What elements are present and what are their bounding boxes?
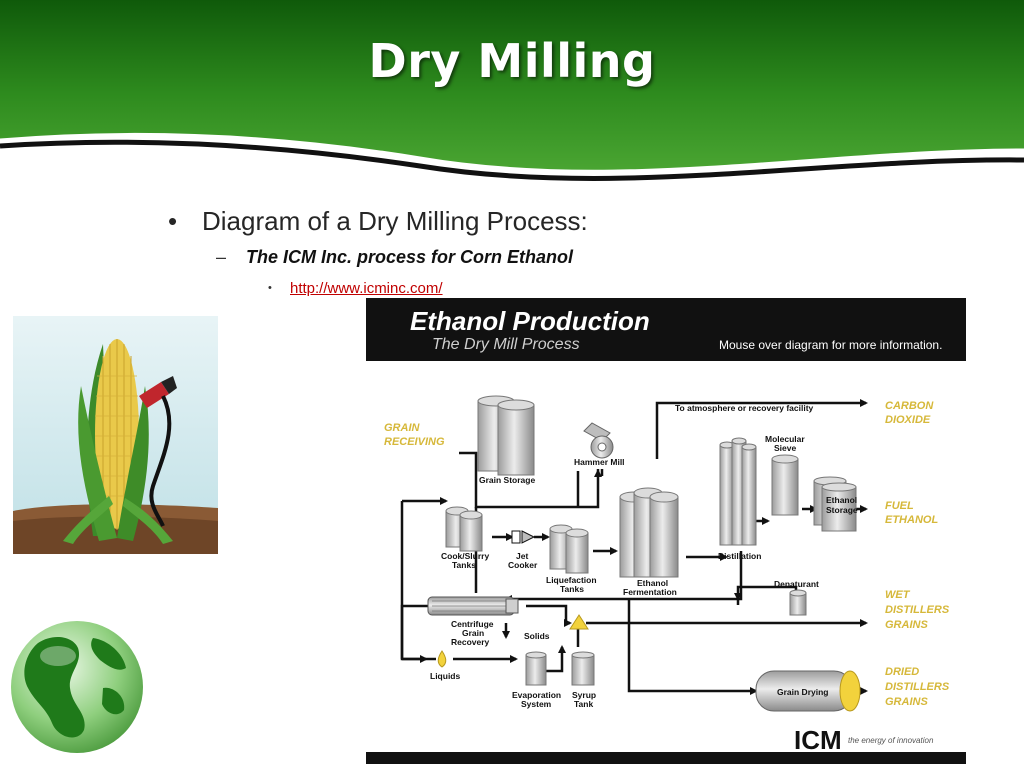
globe-image	[11, 621, 143, 753]
cook-slurry-tanks	[445, 506, 483, 552]
slide-title: Dry Milling	[368, 34, 656, 88]
label-hammer-mill: Hammer Mill	[574, 457, 625, 467]
label-evaporation-1: Evaporation	[512, 690, 561, 700]
bullet-dot: •	[168, 206, 178, 236]
label-cook-slurry-2: Tanks	[452, 560, 476, 570]
label-molecular-sieve-1: Molecular	[765, 434, 805, 444]
label-ethanol-storage-1: Ethanol	[826, 495, 857, 505]
label-cook-slurry-1: Cook/Slurry	[441, 551, 489, 561]
bullet-dash: –	[216, 247, 227, 267]
process-flow: Grain Storage Hammer Mill To atmosphere …	[384, 395, 950, 752]
diagram-title: Ethanol Production	[410, 306, 650, 336]
label-jet-cooker-1: Jet	[516, 551, 528, 561]
distillation-columns	[719, 437, 757, 546]
denaturant-tank	[789, 589, 807, 616]
icm-tagline: the energy of innovation	[848, 736, 934, 745]
output-carbon-dioxide-1: CARBON	[885, 400, 934, 412]
output-fuel-ethanol-2: ETHANOL	[885, 514, 938, 526]
ethanol-diagram: Ethanol Production The Dry Mill Process …	[366, 298, 966, 764]
liquefaction-tanks	[549, 524, 589, 574]
input-grain-receiving-1: GRAIN	[384, 422, 421, 434]
mouseover-note: Mouse over diagram for more information.	[719, 338, 943, 352]
grain-dryer	[755, 670, 861, 712]
input-grain-receiving-2: RECEIVING	[384, 436, 445, 448]
bullet-text: Diagram of a Dry Milling Process:	[202, 206, 588, 236]
label-fermentation-1: Ethanol	[637, 578, 668, 588]
fermentation-tanks	[619, 487, 679, 578]
label-denaturant: Denaturant	[774, 579, 819, 589]
label-centrifuge-2: Grain	[462, 628, 484, 638]
header-band	[0, 0, 1024, 181]
hammer-mill	[583, 422, 614, 459]
solids-distributor	[569, 614, 589, 630]
label-grain-drying: Grain Drying	[777, 687, 828, 697]
output-dried-grains-2: DISTILLERS	[885, 681, 950, 693]
label-centrifuge-1: Centrifuge	[451, 619, 494, 629]
diagram-footer-bar	[366, 752, 966, 764]
output-fuel-ethanol-1: FUEL	[885, 500, 914, 512]
label-ethanol-storage-2: Storage	[826, 505, 858, 515]
bullet-dot: •	[268, 282, 272, 294]
label-distillation: Distillation	[718, 551, 761, 561]
label-liquefaction-2: Tanks	[560, 584, 584, 594]
label-molecular-sieve-2: Sieve	[774, 443, 796, 453]
icm-link[interactable]: http://www.icminc.com/	[290, 280, 443, 297]
label-solids: Solids	[524, 631, 550, 641]
label-liquefaction-1: Liquefaction	[546, 575, 597, 585]
label-evaporation-2: System	[521, 699, 552, 709]
label-syrup-tank-1: Syrup	[572, 690, 596, 700]
label-syrup-tank-2: Tank	[574, 699, 593, 709]
evaporation-system	[525, 651, 547, 686]
output-dried-grains-3: GRAINS	[885, 696, 928, 708]
label-liquids: Liquids	[430, 671, 460, 681]
label-centrifuge-3: Recovery	[451, 637, 490, 647]
flow-lines	[400, 399, 868, 695]
bullet-level-3: • http://www.icminc.com/	[268, 280, 443, 297]
output-wet-grains-1: WET	[885, 589, 911, 601]
output-dried-grains-1: DRIED	[885, 666, 919, 678]
corn-fuel-image	[13, 316, 218, 554]
liquids-drop	[437, 650, 447, 668]
diagram-header: Ethanol Production The Dry Mill Process …	[366, 298, 966, 361]
bullet-level-2: –The ICM Inc. process for Corn Ethanol	[216, 247, 573, 268]
label-jet-cooker-2: Cooker	[508, 560, 538, 570]
icm-logo: ICM	[794, 725, 842, 752]
output-carbon-dioxide-2: DIOXIDE	[885, 414, 931, 426]
jet-cooker	[511, 530, 536, 544]
bullet-level-1: • Diagram of a Dry Milling Process:	[168, 206, 588, 237]
label-atmosphere: To atmosphere or recovery facility	[675, 403, 814, 413]
bullet-text: The ICM Inc. process for Corn Ethanol	[246, 247, 574, 267]
grain-storage-bins	[477, 395, 535, 476]
output-wet-grains-3: GRAINS	[885, 619, 928, 631]
molecular-sieve	[771, 454, 799, 516]
output-wet-grains-2: DISTILLERS	[885, 604, 950, 616]
diagram-subtitle: The Dry Mill Process	[432, 336, 580, 353]
label-fermentation-2: Fermentation	[623, 587, 677, 597]
syrup-tank	[571, 651, 595, 686]
centrifuge	[427, 596, 519, 616]
label-grain-storage: Grain Storage	[479, 475, 535, 485]
ethanol-storage	[813, 476, 857, 532]
